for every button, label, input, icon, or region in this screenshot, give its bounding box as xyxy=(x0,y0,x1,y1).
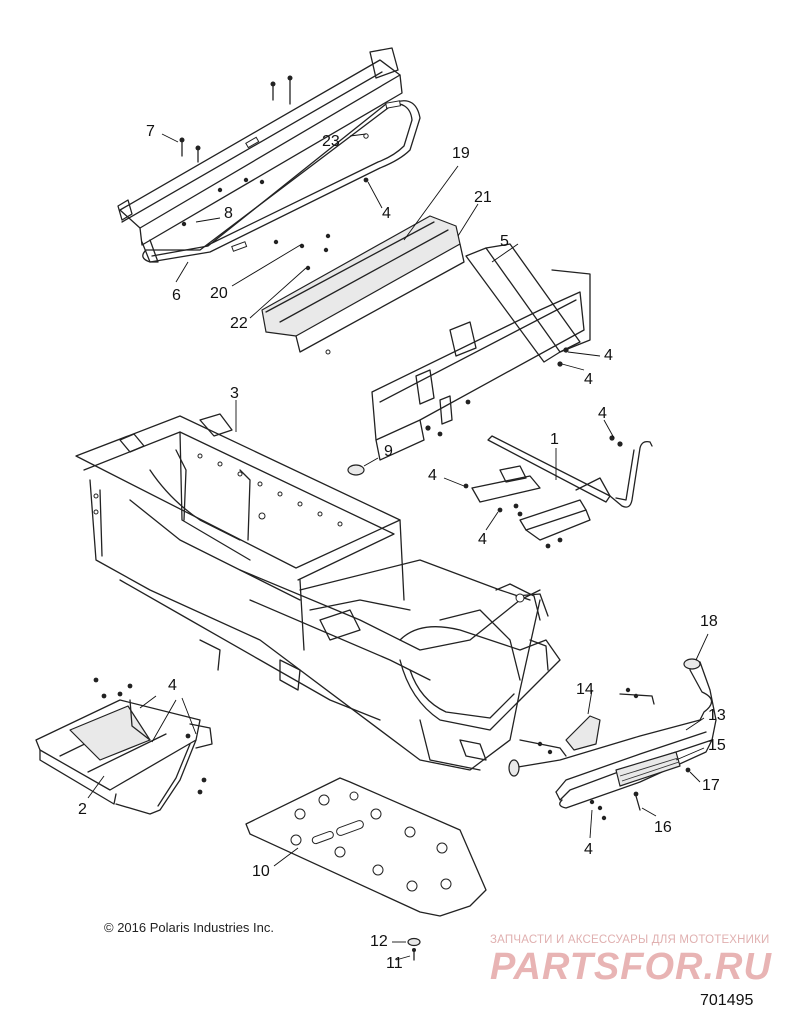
part-3-main-frame xyxy=(75,413,561,771)
callout-10: 10 xyxy=(252,863,270,880)
callout-4-front-bracket: 4 xyxy=(168,677,177,694)
callout-4-bracket-lower: 4 xyxy=(584,371,593,388)
callout-22: 22 xyxy=(230,315,248,332)
callout-14: 14 xyxy=(576,681,594,698)
part-5-rear-bracket xyxy=(371,243,591,461)
diagram-number: 701495 xyxy=(700,992,754,1009)
callout-6: 6 xyxy=(172,287,181,304)
callout-11: 11 xyxy=(386,955,403,972)
callout-15: 15 xyxy=(708,737,726,754)
callout-18: 18 xyxy=(700,613,718,630)
callout-4-bumper: 4 xyxy=(584,841,593,858)
callout-4-rear-bolt: 4 xyxy=(382,205,391,222)
leader-lines xyxy=(87,133,709,961)
callout-2: 2 xyxy=(78,801,87,818)
part-10-skid-plate xyxy=(245,777,487,917)
callout-20: 20 xyxy=(210,285,228,302)
callout-7: 7 xyxy=(146,123,155,140)
part-1-hitch-bracket xyxy=(463,435,653,549)
watermark-tagline: ЗАПЧАСТИ И АКСЕССУАРЫ ДЛЯ МОТОТЕХНИКИ xyxy=(490,934,770,946)
part-6-rear-crossmember xyxy=(117,47,421,263)
callout-8: 8 xyxy=(224,205,233,222)
part-9-plug xyxy=(347,464,365,476)
part-13-front-bumper xyxy=(508,658,717,809)
callout-13: 13 xyxy=(708,707,726,724)
callout-17: 17 xyxy=(702,777,720,794)
part-11-12-washer-bolt xyxy=(407,937,421,961)
watermark-logo: PARTSFOR.RU xyxy=(490,946,772,988)
callout-5: 5 xyxy=(500,233,509,250)
callout-3: 3 xyxy=(230,385,239,402)
part-19-floor-panel xyxy=(261,215,465,355)
callout-23: 23 xyxy=(322,133,340,150)
callout-9: 9 xyxy=(384,443,393,460)
part-16-17-fasteners xyxy=(589,767,691,821)
callout-4-hitch-lower: 4 xyxy=(478,531,487,548)
callout-4-bracket-upper: 4 xyxy=(604,347,613,364)
part-14-bracket xyxy=(519,687,655,757)
callout-12: 12 xyxy=(370,933,388,950)
callout-16: 16 xyxy=(654,819,672,836)
callout-19: 19 xyxy=(452,145,470,162)
callout-4-hitch-left: 4 xyxy=(428,467,437,484)
part-2-front-bracket xyxy=(35,677,213,815)
callout-21: 21 xyxy=(474,189,492,206)
copyright-notice: © 2016 Polaris Industries Inc. xyxy=(104,920,274,935)
callout-1: 1 xyxy=(550,431,559,448)
part-6-fasteners xyxy=(179,75,459,271)
callout-4-hitch-right: 4 xyxy=(598,405,607,422)
part-15-grille xyxy=(615,751,681,787)
